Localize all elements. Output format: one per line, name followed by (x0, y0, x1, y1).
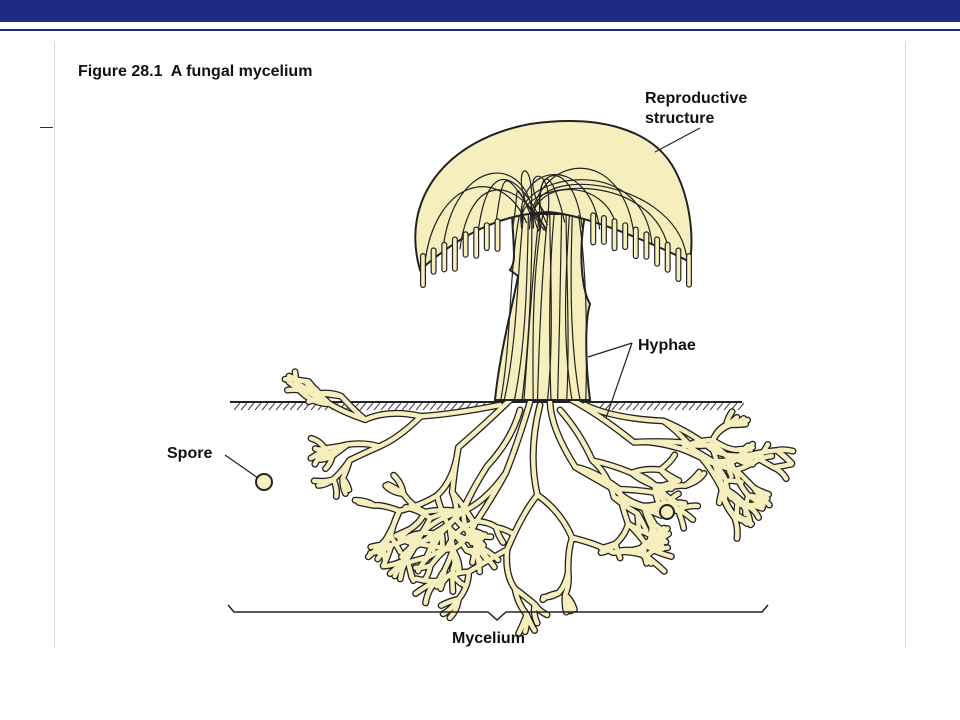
soil-hatch-mark (275, 402, 283, 411)
soil-hatch-mark (366, 402, 374, 411)
stalk-hypha (503, 214, 525, 401)
soil-hatch-mark (296, 402, 304, 411)
soil-hatch-mark (611, 402, 619, 411)
cap-hypha (441, 172, 535, 254)
soil-hatch-mark (667, 402, 675, 411)
soil-hatch-mark (646, 402, 654, 411)
cap-hypha (533, 183, 688, 260)
label-reproductive-structure-line1: Reproductive (645, 90, 747, 107)
cap-hypha (528, 167, 636, 240)
stalk-hypha (536, 214, 549, 401)
stalk-hypha (565, 214, 569, 401)
underground-mycelium (281, 368, 797, 637)
stalk-hypha (523, 214, 540, 401)
soil-hatch-mark (716, 402, 724, 411)
soil-hatch-mark (723, 402, 731, 411)
soil-hatch-mark (282, 402, 290, 411)
soil-hatch-mark (660, 402, 668, 411)
cap-hypha (532, 175, 550, 219)
cap-fringe-tips (420, 212, 692, 288)
mycelium-bracket (227, 604, 769, 622)
soil-hatch-mark (702, 402, 710, 411)
stalk-hypha (546, 214, 552, 401)
soil-hatch-mark (233, 402, 241, 411)
banner-underline (0, 29, 960, 31)
soil-hatch-mark (247, 402, 255, 411)
soil-hatch-mark (415, 402, 423, 411)
soil-hatch-mark (254, 402, 262, 411)
soil-hatch-mark (688, 402, 696, 411)
soil-hatch-mark (737, 402, 745, 411)
stalk-hypha (564, 214, 573, 401)
spore-right (659, 504, 675, 520)
cap-hyphae-strands (424, 167, 688, 263)
slide-margin-tick (40, 127, 53, 128)
soil-hatch-mark (436, 402, 444, 411)
slide-title-banner (0, 0, 960, 22)
soil-hatch-mark (261, 402, 269, 411)
soil-hatch-mark (387, 402, 395, 411)
cap-hypha (521, 179, 653, 245)
stalk-hypha (570, 214, 581, 401)
stalk-hypha (549, 214, 555, 401)
figure-title: Figure 28.1 A fungal mycelium (78, 63, 313, 80)
cap-hypha (494, 180, 543, 231)
soil-hatch-mark (709, 402, 717, 411)
label-hyphae: Hyphae (638, 337, 696, 354)
spore-leader-line (224, 454, 259, 479)
soil-hatch-mark (429, 402, 437, 411)
soil-hatch-mark (289, 402, 297, 411)
reproductive-structure (414, 120, 693, 401)
stalk-hypha (532, 214, 544, 401)
soil-hatch-mark (373, 402, 381, 411)
soil-hatch-mark (653, 402, 661, 411)
soil-hatch-mark (625, 402, 633, 411)
soil-hatch-mark (618, 402, 626, 411)
stalk-hypha (557, 214, 563, 401)
spore-left (255, 473, 273, 491)
mycelium-hyphae (282, 369, 796, 636)
soil-hatch-mark (681, 402, 689, 411)
soil-hatch-mark (443, 402, 451, 411)
soil-hatch-mark (604, 402, 612, 411)
cap-hypha (520, 170, 534, 223)
stalk-hypha (513, 214, 529, 401)
cap-hypha (521, 187, 671, 256)
cap-hypha (520, 173, 601, 230)
stalk-hyphae-strands (500, 214, 588, 401)
hyphae-leader-line-2 (605, 342, 633, 419)
soil-hatch-mark (695, 402, 703, 411)
stalk-hypha (500, 214, 520, 401)
soil-hatch-mark (359, 402, 367, 411)
soil-hatch-mark (422, 402, 430, 411)
soil-hatch-mark (268, 402, 276, 411)
stalk-hypha (521, 214, 533, 401)
label-mycelium: Mycelium (452, 630, 525, 647)
stalk-hypha (578, 214, 588, 401)
reproductive-leader-line (654, 127, 701, 153)
soil-hatch-mark (408, 402, 416, 411)
soil-hatch-mark (450, 402, 458, 411)
cap-hypha (476, 178, 547, 239)
cap-hypha (539, 175, 583, 228)
cap-hypha (538, 178, 566, 231)
soil-hatch-mark (394, 402, 402, 411)
soil-hatch-mark (380, 402, 388, 411)
soil-hatch-mark (639, 402, 647, 411)
soil-hatch-mark (240, 402, 248, 411)
soil-hatch-mark (632, 402, 640, 411)
soil-hatch-mark (401, 402, 409, 411)
label-reproductive-structure-line2: structure (645, 110, 714, 127)
label-spore: Spore (167, 445, 212, 462)
hyphae-leader-line-1 (587, 342, 633, 358)
soil-hatch-mark (674, 402, 682, 411)
